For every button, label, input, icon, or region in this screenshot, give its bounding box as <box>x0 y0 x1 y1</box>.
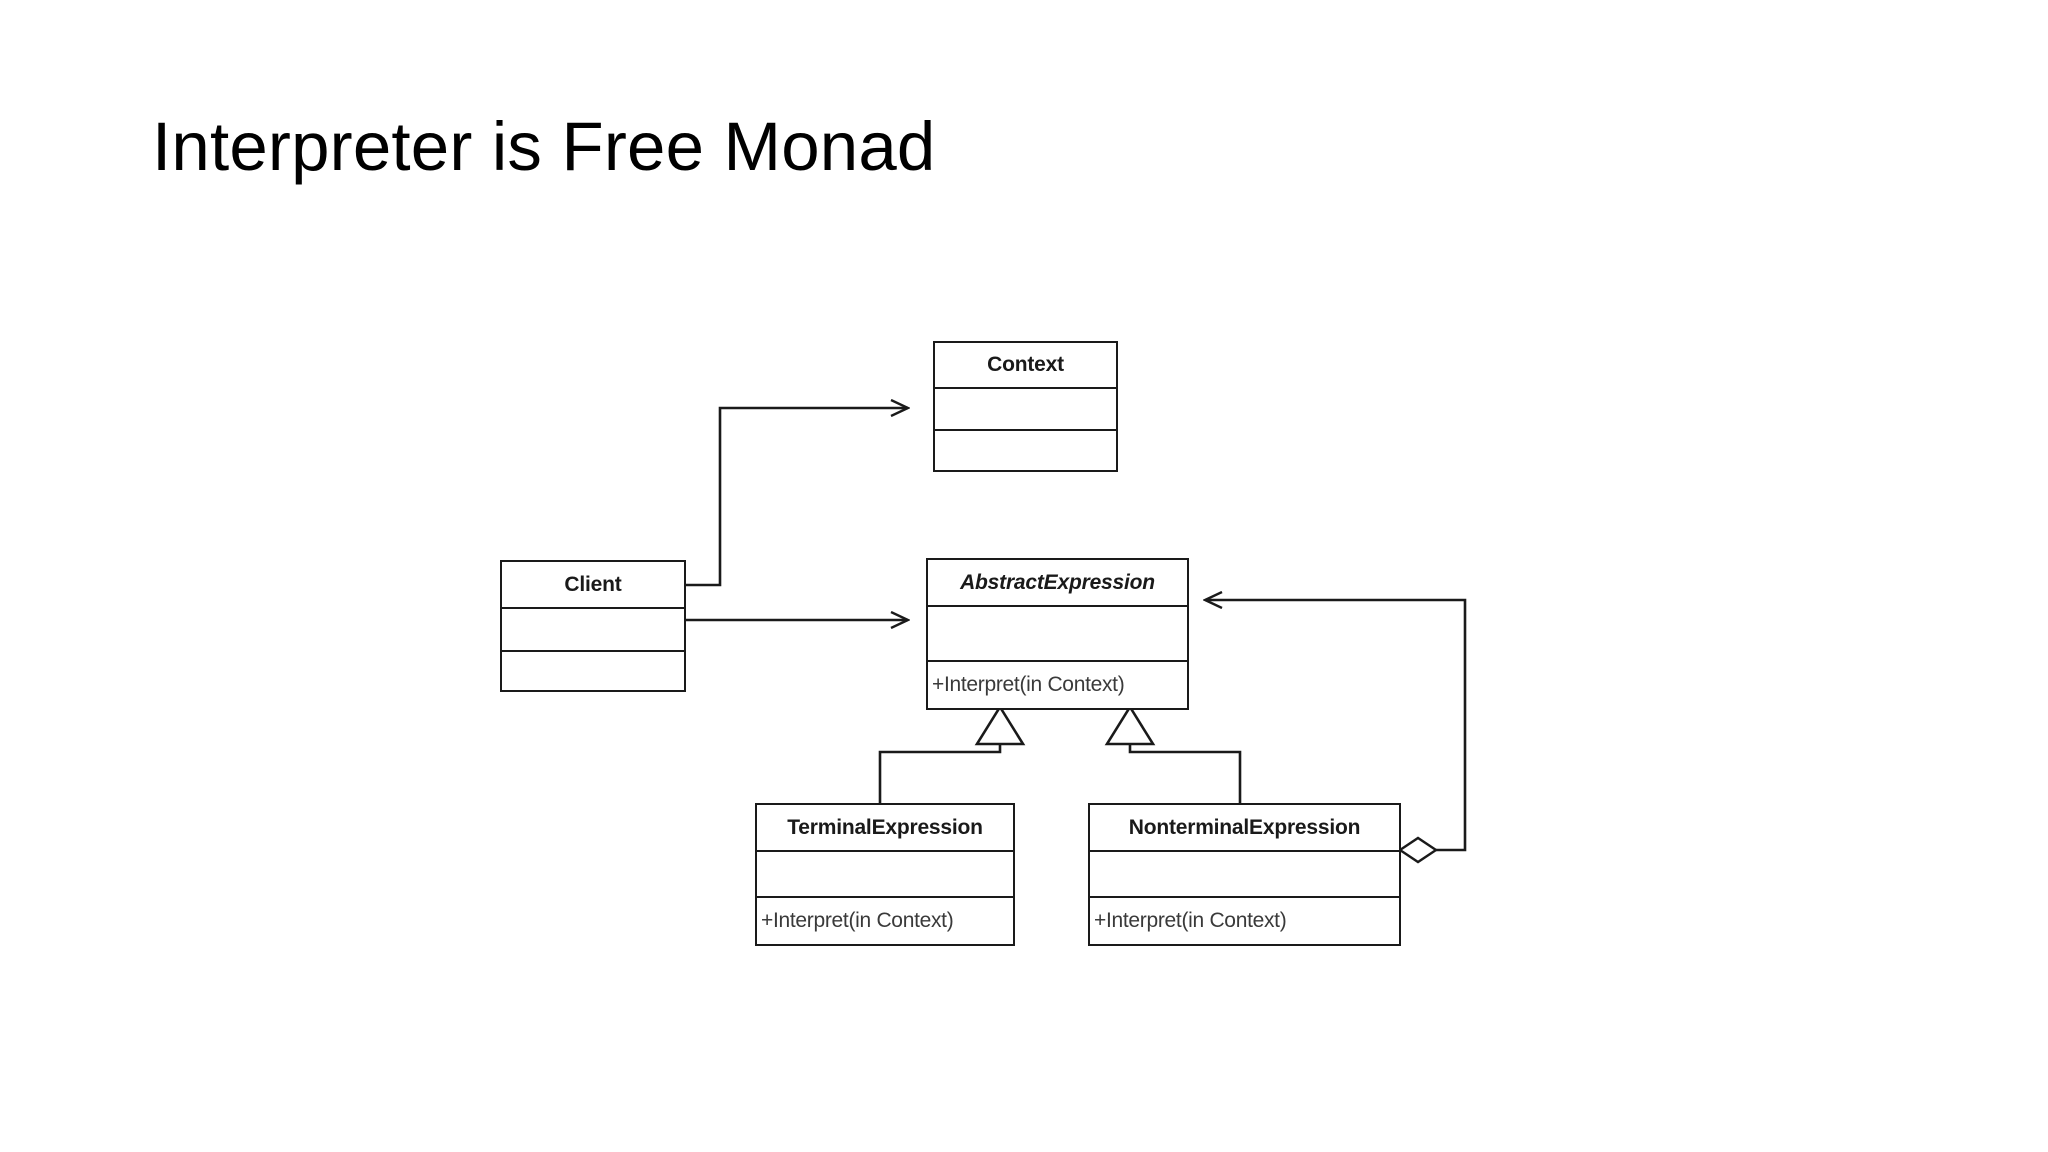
uml-class-context[interactable]: Context <box>933 341 1119 473</box>
uml-attributes-terminal-expression <box>757 850 1013 896</box>
page-title: Interpreter is Free Monad <box>152 108 936 185</box>
uml-class-name-context: Context <box>987 353 1064 376</box>
uml-attributes-abstract-expression <box>928 605 1187 660</box>
uml-class-name-abstract-expression: AbstractExpression <box>960 570 1155 594</box>
uml-class-name-terminal-expression: TerminalExpression <box>787 815 983 839</box>
uml-operations-terminal-expression: +Interpret(in Context) <box>757 896 1013 944</box>
uml-class-abstract-expression[interactable]: AbstractExpression +Interpret(in Context… <box>926 558 1190 711</box>
uml-class-name-client: Client <box>564 572 622 596</box>
edge-nonterminal-inherits-abstract <box>1104 704 1242 803</box>
uml-operations-abstract-expression: +Interpret(in Context) <box>928 660 1187 708</box>
uml-operations-nonterminal-expression: +Interpret(in Context) <box>1090 896 1399 944</box>
edge-terminal-inherits-abstract <box>878 704 1026 803</box>
uml-operations-context <box>935 429 1116 470</box>
uml-class-nonterminal-expression[interactable]: NonterminalExpression +Interpret(in Cont… <box>1088 803 1402 947</box>
uml-attributes-client <box>502 607 684 650</box>
uml-attributes-nonterminal-expression <box>1090 850 1399 896</box>
uml-class-terminal-expression[interactable]: TerminalExpression +Interpret(in Context… <box>755 803 1016 947</box>
edge-client-uses-context <box>682 408 908 587</box>
uml-class-client[interactable]: Client <box>500 560 687 693</box>
uml-class-name-nonterminal-expression: NonterminalExpression <box>1128 815 1361 839</box>
uml-attributes-context <box>935 387 1116 429</box>
uml-operations-client <box>502 650 684 690</box>
